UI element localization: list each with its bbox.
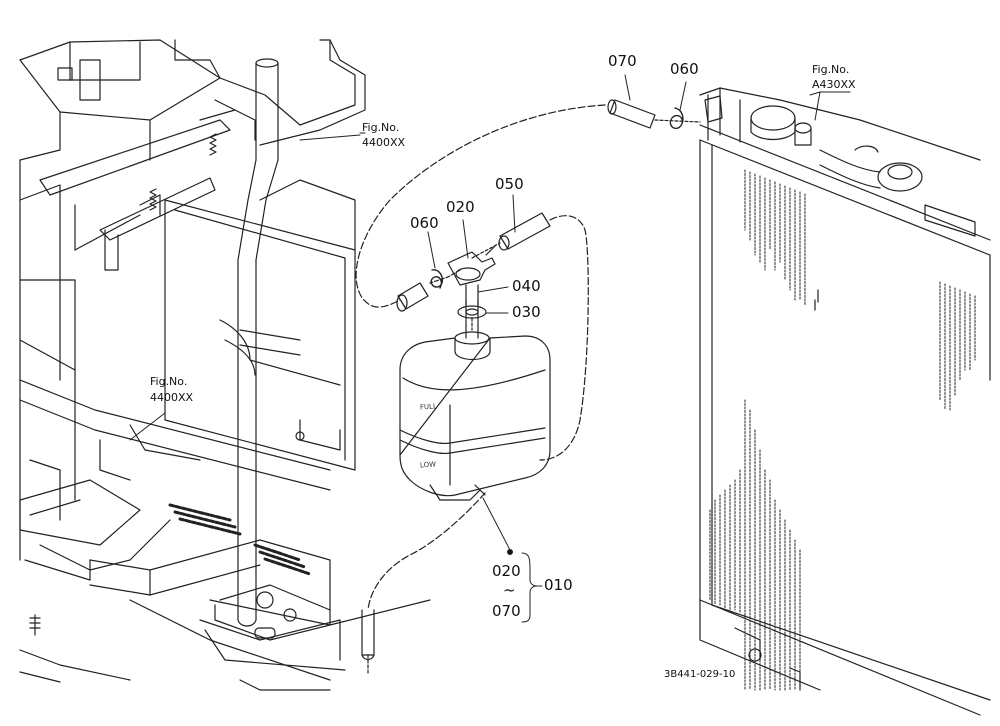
reserve-tank [399, 299, 551, 501]
fig-ref-number-top-right: A430XX [812, 78, 856, 91]
part-number-060-mid: 060 [410, 214, 439, 232]
fig-ref-label-top-center: Fig.No. [362, 121, 400, 134]
radiator [699, 87, 991, 716]
part-number-060-top: 060 [670, 60, 699, 78]
kit-range-start: 020 [492, 562, 521, 580]
frame-post [214, 58, 331, 641]
fig-ref-label-top-right: Fig.No. [812, 63, 850, 76]
hoses [355, 99, 701, 676]
fig-ref-label-left: Fig.No. [150, 375, 188, 388]
leader-lines [129, 74, 851, 623]
fig-ref-number-left: 4400XX [150, 391, 194, 404]
drawing-code: 3B441-029-10 [664, 669, 736, 680]
part-number-040: 040 [512, 277, 541, 295]
tank-full-mark: FULL [419, 402, 438, 412]
part-number-070-top: 070 [608, 52, 637, 70]
fig-ref-number-top-center: 4400XX [362, 136, 406, 149]
tank-low-mark: LOW [419, 460, 437, 470]
part-number-020: 020 [446, 198, 475, 216]
frame-structure [19, 39, 431, 691]
kit-range-tilde: ~ [503, 581, 516, 599]
part-number-010: 010 [544, 576, 573, 594]
kit-range-end: 070 [492, 602, 521, 620]
part-number-050: 050 [495, 175, 524, 193]
part-number-030: 030 [512, 303, 541, 321]
